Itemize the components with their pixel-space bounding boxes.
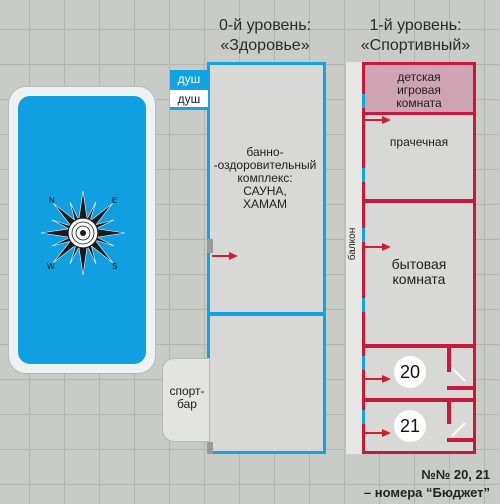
window-l0-1: [323, 122, 326, 132]
utility-label: бытовая комната: [391, 256, 447, 287]
level1-divider-1: [362, 199, 476, 203]
window-5: [362, 356, 365, 370]
level1-header: 1-й уровень: «Спортивный»: [360, 17, 471, 54]
shower-1-label: душ: [177, 72, 201, 86]
window-1: [362, 94, 365, 108]
door-lower: [207, 442, 213, 454]
room20-bath-top: [447, 386, 476, 390]
level0-building: [207, 62, 326, 454]
sportbar: спорт- бар: [162, 358, 210, 442]
window-4: [362, 298, 365, 312]
window-l0-2: [323, 262, 326, 272]
sauna-label: банно- -оздоровительный комплекс: САУНА,…: [213, 145, 317, 211]
level1-divider-3: [362, 398, 476, 402]
room20-bath: [447, 348, 451, 372]
room21-bath-top: [447, 438, 476, 442]
compass-rose-icon: N E S W: [40, 190, 126, 276]
door-swing-21: [451, 422, 466, 437]
room21-bath: [447, 402, 451, 424]
laundry-label: прачечная: [389, 135, 449, 149]
window-6: [362, 410, 365, 424]
level0-divider: [207, 312, 326, 316]
footer-line1: №№ 20, 21: [421, 467, 490, 482]
window-2: [362, 168, 365, 182]
balcony-label: балкон: [347, 227, 358, 261]
arrow-room21: [365, 429, 391, 437]
footer-line2: – номера “Бюджет”: [363, 485, 490, 500]
playroom-label: детская игровая комната: [396, 70, 442, 110]
window-3: [362, 228, 365, 242]
arrow-room20: [365, 375, 391, 383]
compass-e: E: [112, 196, 117, 205]
shower-2-label: душ: [177, 92, 201, 106]
playroom: детская игровая комната: [365, 65, 473, 115]
arrow-laundry: [365, 116, 391, 124]
compass-w: W: [47, 262, 55, 271]
sportbar-label: спорт- бар: [169, 384, 205, 411]
room20-number: 20: [394, 356, 426, 388]
arrow-utility: [365, 243, 391, 251]
compass-s: S: [112, 262, 117, 271]
shower-2: душ: [170, 90, 208, 110]
pool: [8, 86, 156, 374]
room21-number: 21: [394, 410, 426, 442]
door-sauna: [207, 239, 213, 253]
shower-1: душ: [170, 70, 208, 90]
door-swing-20: [451, 367, 466, 382]
arrow-sauna: [212, 252, 238, 260]
level0-header: 0-й уровень: «Здоровье»: [218, 17, 312, 54]
compass-n: N: [49, 196, 55, 205]
level1-divider-2: [362, 344, 476, 348]
balcony: [344, 62, 362, 454]
